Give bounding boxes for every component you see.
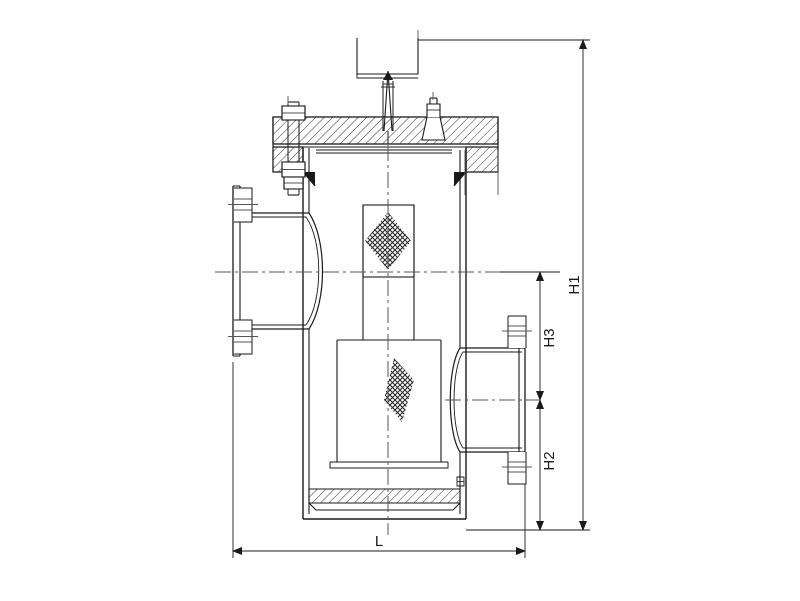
body-flange <box>272 117 499 187</box>
centerline <box>215 145 560 535</box>
dimension-label-H1: H1 <box>566 275 583 294</box>
dimension-lines <box>232 39 590 558</box>
vessel-shell <box>302 148 467 520</box>
drain-plug <box>456 476 465 487</box>
inlet-nozzle-flange <box>228 185 324 357</box>
outlet-nozzle-flange <box>449 315 532 485</box>
dimension-label-H3: H3 <box>541 328 558 347</box>
handle-bracket <box>356 30 419 79</box>
vent-plug <box>421 97 446 141</box>
dimension-label-L: L <box>375 533 383 550</box>
stud-bolt <box>281 101 306 196</box>
bottom-plate <box>308 488 461 504</box>
top-cover-flange <box>272 116 499 154</box>
filter-basket-screen <box>329 204 449 469</box>
projection-line <box>287 92 499 195</box>
dimension-label-H2: H2 <box>541 451 558 470</box>
mesh-screen-pattern <box>384 358 414 422</box>
